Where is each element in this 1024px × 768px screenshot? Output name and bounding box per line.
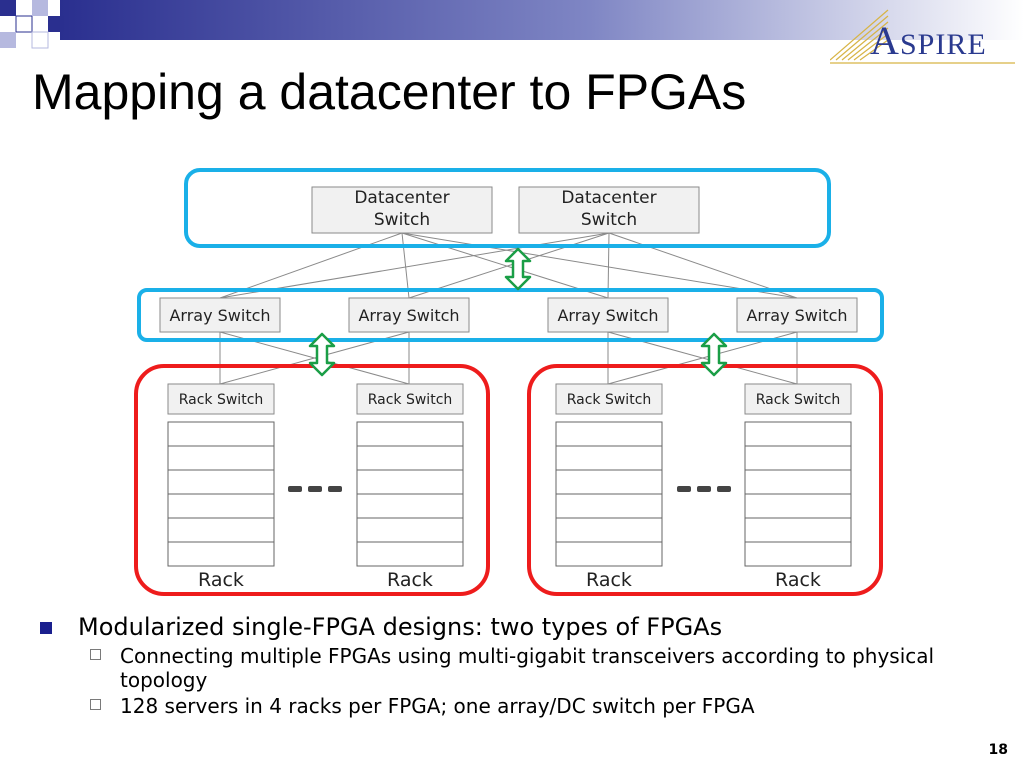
server-stack bbox=[356, 421, 464, 567]
datacenter-fpga-diagram: Datacenter Switch Datacenter Switch Arra… bbox=[134, 168, 884, 596]
array-switch-label: Array Switch bbox=[557, 306, 658, 325]
array-switch bbox=[159, 297, 281, 333]
ellipsis-right bbox=[677, 486, 731, 492]
array-switch bbox=[736, 297, 858, 333]
rack-label: Rack bbox=[387, 569, 433, 591]
decorative-squares bbox=[0, 0, 64, 49]
bullet-list: Modularized single-FPGA designs: two typ… bbox=[40, 612, 1000, 718]
array-switch bbox=[348, 297, 470, 333]
datacenter-switch bbox=[518, 186, 700, 234]
server-stack bbox=[744, 421, 852, 567]
rack-switch bbox=[356, 383, 464, 415]
rack-switch bbox=[555, 383, 663, 415]
rack-switch-label: Rack Switch bbox=[179, 392, 264, 408]
ellipsis-left bbox=[288, 486, 342, 492]
hollow-square-bullet-icon bbox=[90, 699, 101, 710]
array-switch-label: Array Switch bbox=[746, 306, 847, 325]
rack-switch bbox=[167, 383, 275, 415]
dc-switch-label-1-line2: Switch bbox=[374, 210, 430, 230]
svg-text:SPIRE: SPIRE bbox=[900, 28, 987, 61]
rack-switch-label: Rack Switch bbox=[756, 392, 841, 408]
dc-switch-label-2-line2: Switch bbox=[581, 210, 637, 230]
rack-label: Rack bbox=[198, 569, 244, 591]
sub-bullet-text: Connecting multiple FPGAs using multi-gi… bbox=[120, 644, 935, 692]
sub-bullet-item: 128 servers in 4 racks per FPGA; one arr… bbox=[40, 694, 1000, 718]
slide-title: Mapping a datacenter to FPGAs bbox=[32, 64, 747, 120]
double-arrow-icon bbox=[308, 332, 336, 377]
rack-switch-label: Rack Switch bbox=[368, 392, 453, 408]
server-stack bbox=[167, 421, 275, 567]
rack-switch-label: Rack Switch bbox=[567, 392, 652, 408]
logo-text-a: A bbox=[870, 18, 899, 63]
dc-switch-label-2-line1: Datacenter bbox=[561, 188, 656, 208]
sub-bullet-item: Connecting multiple FPGAs using multi-gi… bbox=[40, 644, 1000, 692]
top-banner bbox=[60, 0, 1024, 40]
rack-label: Rack bbox=[586, 569, 632, 591]
rack-switch bbox=[744, 383, 852, 415]
array-switch bbox=[547, 297, 669, 333]
square-bullet-icon bbox=[40, 622, 52, 634]
bullet-text: Modularized single-FPGA designs: two typ… bbox=[78, 613, 723, 641]
bullet-item: Modularized single-FPGA designs: two typ… bbox=[40, 612, 1000, 642]
rack-label: Rack bbox=[775, 569, 821, 591]
dc-switch-label-1-line1: Datacenter bbox=[354, 188, 449, 208]
hollow-square-bullet-icon bbox=[90, 649, 101, 660]
double-arrow-icon bbox=[700, 332, 728, 377]
array-switch-label: Array Switch bbox=[358, 306, 459, 325]
server-stack bbox=[555, 421, 663, 567]
sub-bullet-text: 128 servers in 4 racks per FPGA; one arr… bbox=[120, 694, 755, 718]
array-switch-label: Array Switch bbox=[169, 306, 270, 325]
aspire-logo: A SPIRE bbox=[830, 9, 1015, 64]
array-switch-group bbox=[137, 288, 884, 342]
double-arrow-icon bbox=[504, 247, 532, 291]
page-number: 18 bbox=[988, 742, 1008, 758]
datacenter-switch bbox=[311, 186, 493, 234]
datacenter-switch-group bbox=[184, 168, 831, 248]
